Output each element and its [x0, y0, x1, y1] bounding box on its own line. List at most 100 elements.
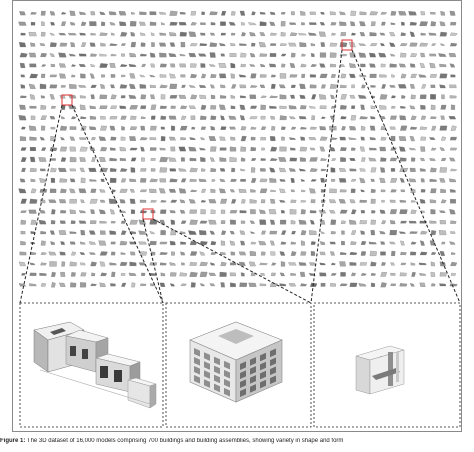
- thumbnail-model: [319, 22, 325, 26]
- thumbnail-model: [169, 210, 176, 214]
- thumbnail-model: [129, 105, 139, 110]
- thumbnail-model: [399, 209, 408, 214]
- thumbnail-model: [288, 262, 297, 266]
- thumbnail-model: [171, 125, 175, 131]
- thumbnail-model: [170, 146, 176, 152]
- thumbnail-model: [290, 94, 296, 99]
- thumbnail-model: [298, 262, 307, 266]
- thumbnail-model: [429, 199, 437, 204]
- thumbnail-model: [69, 199, 77, 204]
- thumbnail-model: [110, 283, 116, 287]
- thumbnail-model: [180, 220, 187, 224]
- thumbnail-model: [289, 22, 297, 25]
- thumbnail-model: [440, 199, 447, 204]
- thumbnail-model: [60, 136, 65, 141]
- thumbnail-model: [391, 250, 396, 256]
- thumbnail-model: [60, 210, 67, 214]
- thumbnail-model: [368, 241, 377, 245]
- thumbnail-model: [409, 31, 415, 37]
- thumbnail-model: [90, 32, 96, 36]
- thumbnail-model: [299, 10, 306, 16]
- thumbnail-model: [99, 230, 106, 235]
- thumbnail-model: [340, 272, 346, 277]
- thumbnail-model: [180, 115, 187, 120]
- thumbnail-model: [150, 115, 156, 120]
- thumbnail-model: [19, 104, 26, 110]
- thumbnail-model: [79, 157, 86, 162]
- thumbnail-model: [159, 262, 167, 266]
- thumbnail-model: [439, 147, 445, 151]
- thumbnail-model: [19, 251, 27, 256]
- thumbnail-model: [358, 43, 367, 46]
- thumbnail-model: [309, 157, 318, 162]
- thumbnail-model: [90, 261, 97, 267]
- thumbnail-model: [329, 241, 336, 245]
- thumbnail-model: [81, 42, 87, 47]
- thumbnail-model: [250, 73, 257, 79]
- thumbnail-model: [330, 251, 335, 256]
- thumbnail-model: [48, 251, 57, 256]
- thumbnail-model: [300, 179, 305, 182]
- thumbnail-model: [339, 11, 346, 15]
- thumbnail-model: [69, 168, 76, 172]
- thumbnail-model: [189, 167, 198, 173]
- thumbnail-model: [390, 115, 397, 120]
- thumbnail-model: [240, 157, 246, 162]
- thumbnail-model: [361, 84, 366, 89]
- thumbnail-model: [390, 10, 397, 16]
- window: [250, 357, 256, 366]
- thumbnail-model: [59, 146, 68, 152]
- thumbnail-model: [99, 105, 108, 109]
- thumbnail-model: [68, 105, 77, 110]
- thumbnail-model: [439, 167, 448, 173]
- thumbnail-model: [379, 32, 386, 36]
- thumbnail-model: [100, 83, 106, 89]
- thumbnail-model: [449, 84, 457, 88]
- thumbnail-model: [30, 156, 36, 163]
- thumbnail-model: [69, 188, 76, 194]
- thumbnail-model: [159, 63, 167, 68]
- thumbnail-model: [38, 157, 47, 162]
- thumbnail-model: [169, 168, 177, 172]
- thumbnail-model: [79, 95, 86, 99]
- thumbnail-model: [289, 74, 298, 78]
- thumbnail-model: [309, 188, 316, 194]
- thumbnail-model: [271, 125, 276, 131]
- thumbnail-model: [428, 32, 437, 36]
- thumbnail-model: [351, 105, 356, 109]
- thumbnail-model: [288, 42, 297, 47]
- thumbnail-model: [440, 10, 446, 16]
- thumbnail-model: [50, 167, 57, 173]
- thumbnail-model: [189, 262, 198, 266]
- thumbnail-model: [449, 283, 458, 287]
- thumbnail-model: [21, 273, 26, 276]
- thumbnail-model: [450, 199, 456, 204]
- thumbnail-model: [439, 73, 448, 79]
- thumbnail-model: [340, 157, 346, 162]
- thumbnail-model: [279, 146, 287, 152]
- thumbnail-model: [419, 62, 425, 68]
- thumbnail-model: [200, 22, 206, 25]
- thumbnail-model: [181, 178, 187, 183]
- thumbnail-model: [18, 188, 27, 194]
- thumbnail-model: [240, 220, 246, 224]
- thumbnail-model: [450, 74, 456, 78]
- thumbnail-model: [279, 115, 287, 121]
- thumbnail-model: [431, 283, 436, 287]
- thumbnail-model: [409, 84, 415, 89]
- thumbnail-model: [59, 220, 66, 224]
- thumbnail-model: [329, 188, 337, 193]
- thumbnail-model: [429, 12, 436, 15]
- thumbnail-model: [189, 240, 198, 246]
- thumbnail-model: [260, 158, 266, 161]
- thumbnail-model: [219, 271, 227, 277]
- thumbnail-model: [398, 136, 407, 141]
- window: [240, 361, 246, 370]
- thumbnail-model: [400, 262, 407, 266]
- thumbnail-model: [180, 74, 186, 78]
- window: [240, 388, 246, 397]
- window: [260, 361, 266, 371]
- thumbnail-model: [90, 84, 97, 88]
- thumbnail-model: [151, 42, 155, 47]
- thumbnail-model: [178, 22, 187, 26]
